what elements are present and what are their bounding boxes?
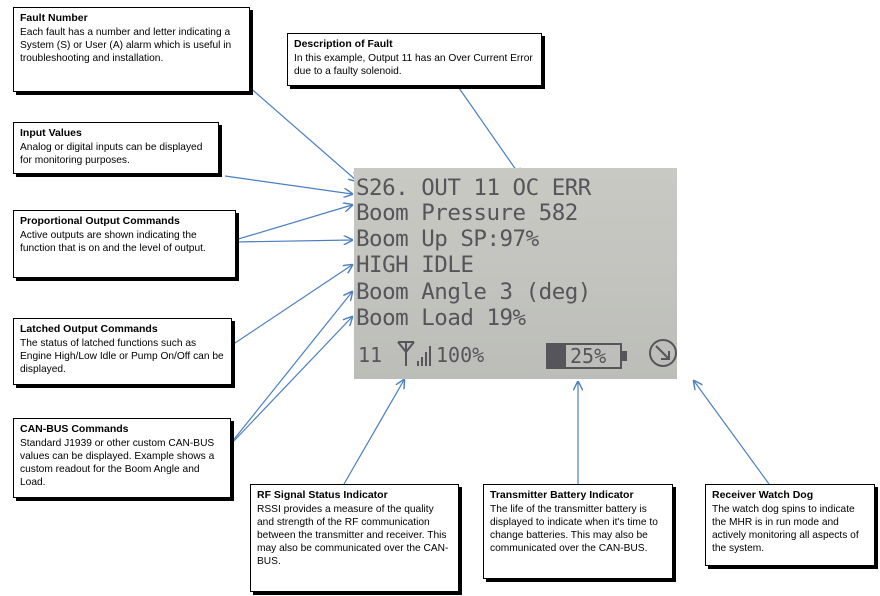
- callout-title: Receiver Watch Dog: [712, 489, 814, 501]
- callout-title: Transmitter Battery Indicator: [490, 489, 634, 501]
- callout-proportional-output: Proportional Output Commands Active outp…: [13, 210, 236, 278]
- battery-icon: 25%: [546, 342, 628, 370]
- callout-title: RF Signal Status Indicator: [257, 489, 388, 501]
- callout-body: The life of the transmitter battery is d…: [490, 504, 658, 554]
- lcd-display: S26. OUT 11 OC ERR Boom Pressure 582 Boo…: [354, 168, 677, 379]
- signal-bars-icon: [417, 346, 431, 366]
- callout-description-of-fault: Description of Fault In this example, Ou…: [287, 33, 542, 86]
- arrow-latched-output: [231, 265, 352, 346]
- arrow-canbus-1: [230, 292, 352, 444]
- callout-title: Input Values: [20, 127, 82, 139]
- lcd-channel: 11: [358, 343, 383, 367]
- arrow-proportional-output-2: [234, 240, 352, 242]
- lcd-line-pressure: Boom Pressure 582: [356, 200, 578, 226]
- lcd-line-fault: S26. OUT 11 OC ERR: [356, 175, 591, 201]
- arrow-rf-signal: [343, 380, 404, 485]
- arrow-fault-number: [239, 78, 357, 181]
- arrow-description-of-fault: [458, 87, 521, 177]
- callout-transmitter-battery: Transmitter Battery Indicator The life o…: [483, 484, 673, 579]
- lcd-line-angle: Boom Angle 3 (deg): [356, 279, 591, 305]
- callout-body: Standard J1939 or other custom CAN-BUS v…: [20, 438, 215, 488]
- callout-input-values: Input Values Analog or digital inputs ca…: [13, 122, 219, 174]
- lcd-battery-percent: 25%: [570, 344, 607, 368]
- callout-body: The watch dog spins to indicate the MHR …: [712, 504, 859, 554]
- callout-body: Active outputs are shown indicating the …: [20, 230, 206, 254]
- lcd-line-idle: HIGH IDLE: [356, 252, 474, 278]
- arrow-watch-dog: [694, 381, 770, 485]
- callout-watch-dog: Receiver Watch Dog The watch dog spins t…: [705, 484, 875, 566]
- lcd-line-load: Boom Load 19%: [356, 305, 526, 331]
- callout-title: Proportional Output Commands: [20, 215, 180, 227]
- callout-title: Latched Output Commands: [20, 323, 158, 335]
- callout-body: Each fault has a number and letter indic…: [20, 27, 232, 64]
- watchdog-icon: [649, 339, 677, 367]
- callout-title: Description of Fault: [294, 38, 393, 50]
- arrow-proportional-output-1: [234, 205, 352, 241]
- callout-title: Fault Number: [20, 12, 88, 24]
- callout-body: Analog or digital inputs can be displaye…: [20, 142, 203, 166]
- callout-body: RSSI provides a measure of the quality a…: [257, 504, 449, 567]
- arrow-canbus-2: [230, 317, 352, 445]
- callout-canbus-commands: CAN-BUS Commands Standard J1939 or other…: [13, 418, 231, 498]
- lcd-line-boom-up: Boom Up SP:97%: [356, 226, 539, 252]
- callout-fault-number: Fault Number Each fault has a number and…: [13, 7, 250, 92]
- antenna-icon: [397, 341, 415, 366]
- arrow-input-values: [224, 175, 352, 194]
- lcd-signal-percent: 100%: [436, 343, 485, 367]
- callout-latched-output: Latched Output Commands The status of la…: [13, 318, 232, 385]
- callout-rf-signal: RF Signal Status Indicator RSSI provides…: [250, 484, 459, 592]
- lcd-status-icons: [397, 341, 431, 366]
- callout-body: The status of latched functions such as …: [20, 338, 224, 375]
- callout-title: CAN-BUS Commands: [20, 423, 129, 435]
- callout-body: In this example, Output 11 has an Over C…: [294, 53, 533, 77]
